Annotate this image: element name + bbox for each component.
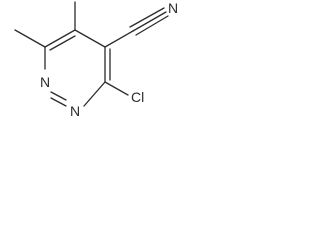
nitrile-bond-3 xyxy=(135,15,169,36)
bond-c3-cl xyxy=(104,81,129,96)
bond-c5-c6 xyxy=(44,29,76,48)
bond-c4-c5 xyxy=(74,29,106,48)
chemical-structure: N N Cl N xyxy=(14,0,178,119)
bond-n1-n2 xyxy=(50,97,67,107)
atom-nitrile-n-label: N xyxy=(168,0,178,16)
atom-n2-label: N xyxy=(70,103,80,119)
atom-n1-label: N xyxy=(40,74,50,90)
bond-c5-c6-inner xyxy=(49,35,76,51)
bond-c4-cn xyxy=(104,30,134,48)
bond-n1-n2-inner xyxy=(50,91,67,101)
atom-cl-label: Cl xyxy=(131,89,144,105)
bond-c6-methyl xyxy=(14,29,46,48)
nitrile-bond-2 xyxy=(129,7,165,28)
bond-n2-c3 xyxy=(83,81,106,107)
nitrile-bond-1 xyxy=(132,11,167,32)
